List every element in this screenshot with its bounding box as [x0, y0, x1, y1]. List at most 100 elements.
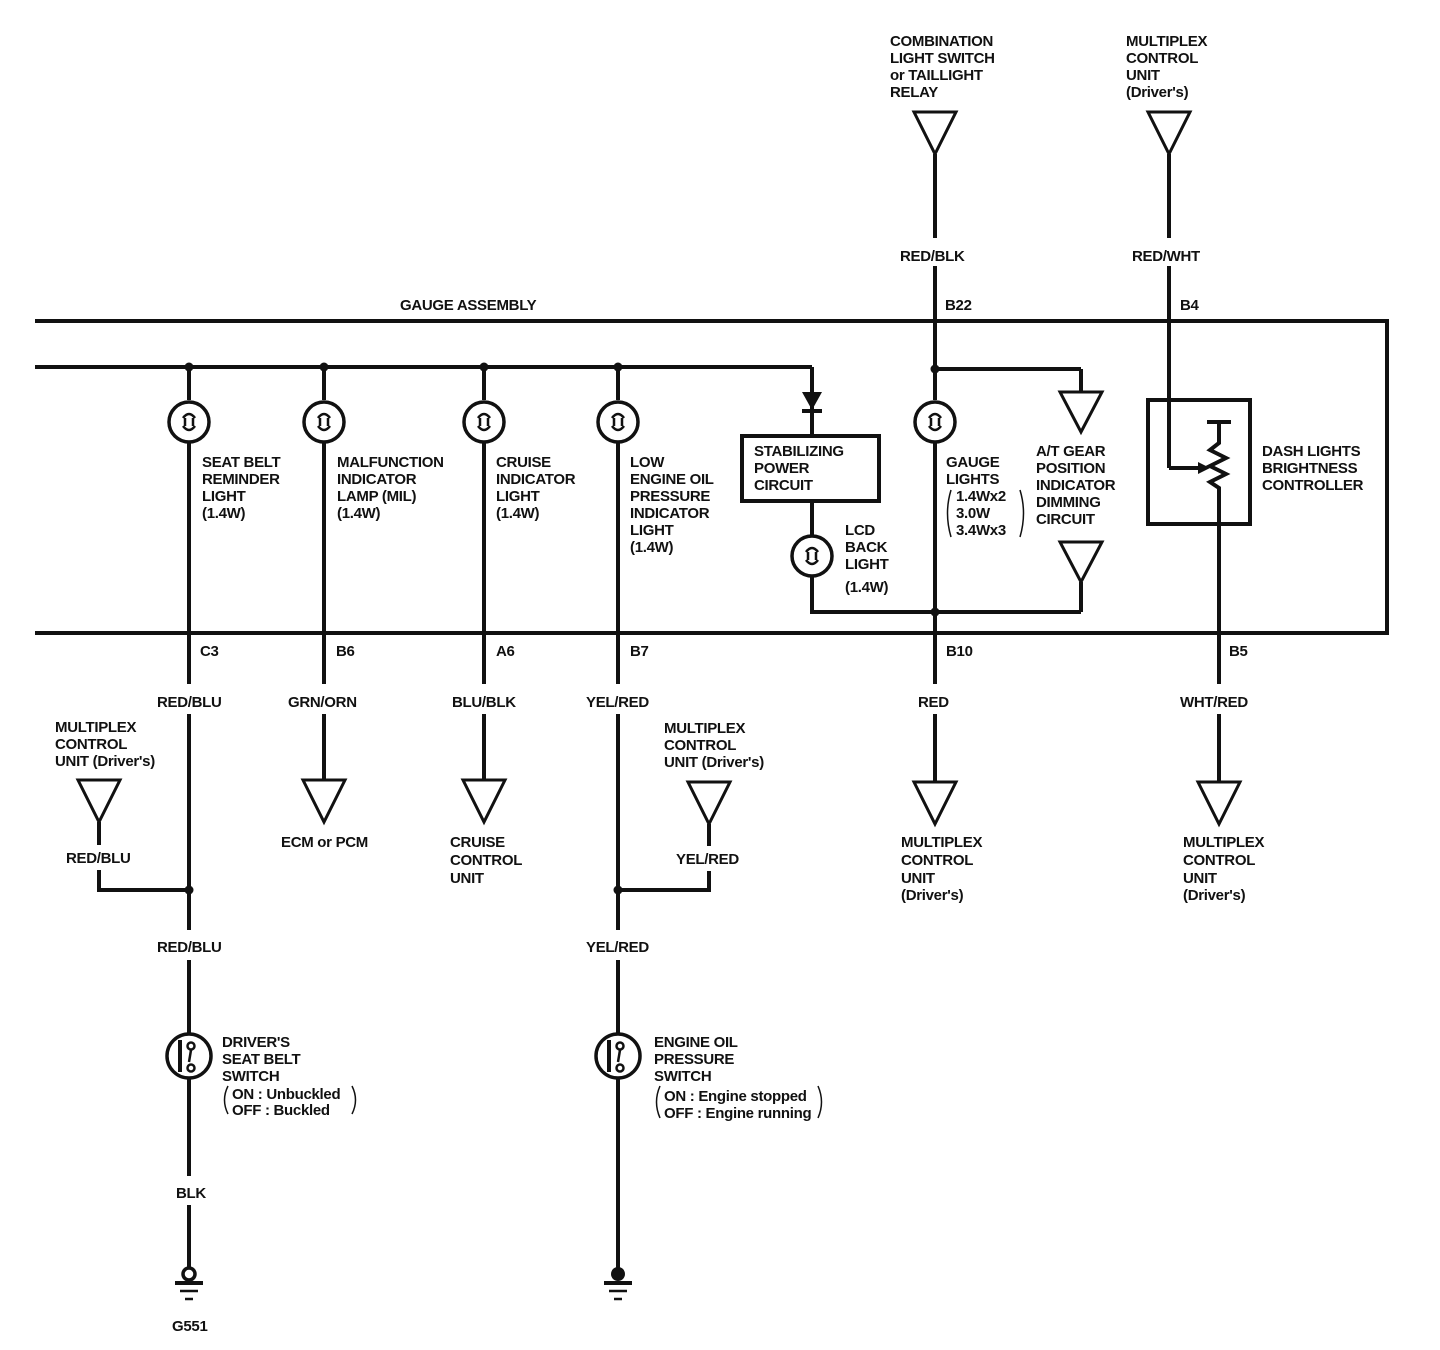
seat-belt-light-label-1: SEAT BELT	[202, 454, 281, 471]
seat-belt-reminder-bulb	[167, 400, 211, 444]
cruise-light-label-3: LIGHT	[496, 488, 540, 505]
gauge-rating-1: 1.4Wx2	[956, 488, 1006, 505]
multiplex-left-label-2: CONTROL	[55, 736, 127, 753]
at-gear-bottom-triangle	[1057, 540, 1105, 586]
at-gear-label-1: A/T GEAR	[1036, 443, 1106, 460]
multiplex-top-source: MULTIPLEX CONTROL UNIT (Driver's) RED/WH…	[1126, 33, 1208, 468]
wire-b5-label: WHT/RED	[1180, 694, 1248, 711]
pin-b10: B10	[946, 643, 973, 660]
lcd-label-1: LCD	[845, 522, 875, 539]
cruise-light-label-2: INDICATOR	[496, 471, 576, 488]
mil-label-4: (1.4W)	[337, 505, 381, 522]
red-blk-wire-label: RED/BLK	[900, 248, 965, 265]
red-wht-wire-label: RED/WHT	[1132, 248, 1200, 265]
multiplex-left-label-3: UNIT (Driver's)	[55, 753, 155, 770]
cruise-unit-label-1: CRUISE	[450, 834, 505, 851]
pin-b7: B7	[630, 643, 649, 660]
oil-state-on: ON : Engine stopped	[664, 1088, 807, 1105]
dash-lights-controller: DASH LIGHTS BRIGHTNESS CONTROLLER B5 WHT…	[1146, 398, 1364, 904]
gauge-lights-label-1: GAUGE	[946, 454, 1000, 471]
gauge-lights-circuit: GAUGE LIGHTS 1.4Wx2 3.0W 3.4Wx3 B10 RED …	[901, 369, 1025, 904]
multiplex-b10-label-3: UNIT	[901, 870, 935, 887]
seat-belt-switch-label-1: DRIVER'S	[222, 1034, 290, 1051]
multiplex-b10-label-1: MULTIPLEX	[901, 834, 982, 851]
seat-belt-light-label-4: (1.4W)	[202, 505, 246, 522]
seat-belt-light-label-3: LIGHT	[202, 488, 246, 505]
oil-switch-label-1: ENGINE OIL	[654, 1034, 738, 1051]
wire-a6-label: BLU/BLK	[452, 694, 516, 711]
at-gear-label-2: POSITION	[1036, 460, 1105, 477]
lcd-back-light-bulb	[790, 534, 834, 578]
pin-b4: B4	[1180, 297, 1200, 314]
mil-circuit: MALFUNCTION INDICATOR LAMP (MIL) (1.4W) …	[281, 367, 444, 851]
light-switch-source: COMBINATION LIGHT SWITCH or TAILLIGHT RE…	[890, 33, 995, 369]
multiplex-oil-connector-triangle	[685, 780, 733, 828]
low-oil-pressure-bulb	[596, 400, 640, 444]
multiplex-b5-label-2: CONTROL	[1183, 852, 1255, 869]
wire-b6-label: GRN/ORN	[288, 694, 357, 711]
seat-belt-switch-symbol	[165, 1032, 213, 1080]
wiper-arrow-icon	[1198, 462, 1210, 474]
wire-b7-label: YEL/RED	[586, 694, 649, 711]
mil-label-3: LAMP (MIL)	[337, 488, 417, 505]
light-switch-label-3: or TAILLIGHT	[890, 67, 983, 84]
wire-oil-lower-label: YEL/RED	[586, 939, 649, 956]
multiplex-top-label-4: (Driver's)	[1126, 84, 1189, 101]
multiplex-b5-connector-triangle	[1195, 780, 1243, 828]
at-gear-label-3: INDICATOR	[1036, 477, 1116, 494]
wire-seat-lower-label: RED/BLU	[157, 939, 222, 956]
light-switch-connector-triangle	[911, 110, 959, 158]
cruise-unit-label-3: UNIT	[450, 870, 484, 887]
light-switch-label-1: COMBINATION	[890, 33, 993, 50]
light-switch-label-4: RELAY	[890, 84, 938, 101]
dash-lights-label-1: DASH LIGHTS	[1262, 443, 1361, 460]
oil-light-label-1: LOW	[630, 454, 665, 471]
pin-b22: B22	[945, 297, 972, 314]
multiplex-b10-label-2: CONTROL	[901, 852, 973, 869]
oil-pressure-switch-symbol	[594, 1032, 642, 1080]
multiplex-b10-connector-triangle	[911, 780, 959, 828]
oil-light-label-6: (1.4W)	[630, 539, 674, 556]
pin-c3: C3	[200, 643, 219, 660]
internal-power-bus	[35, 362, 1083, 392]
multiplex-left-source: MULTIPLEX CONTROL UNIT (Driver's) RED/BL…	[55, 719, 189, 892]
cruise-unit-connector-triangle	[460, 778, 508, 826]
oil-switch-label-3: SWITCH	[654, 1068, 711, 1085]
dash-lights-label-3: CONTROLLER	[1262, 477, 1364, 494]
gauge-rating-2: 3.0W	[956, 505, 991, 522]
stabilizing-power-circuit: STABILIZING POWER CIRCUIT LCD BACK LIGHT…	[740, 367, 1081, 614]
ecm-label: ECM or PCM	[281, 834, 368, 851]
gauge-rating-3: 3.4Wx3	[956, 522, 1006, 539]
multiplex-b10-label-4: (Driver's)	[901, 887, 964, 904]
multiplex-b5-label-4: (Driver's)	[1183, 887, 1246, 904]
multiplex-oil-label-1: MULTIPLEX	[664, 720, 745, 737]
multiplex-top-connector-triangle	[1145, 110, 1193, 158]
oil-switch-label-2: PRESSURE	[654, 1051, 734, 1068]
ecm-connector-triangle	[300, 778, 348, 826]
wire-mux-oil-label: YEL/RED	[676, 851, 739, 868]
multiplex-top-label-3: UNIT	[1126, 67, 1160, 84]
seat-belt-state-on: ON : Unbuckled	[232, 1086, 340, 1103]
multiplex-b5-label-1: MULTIPLEX	[1183, 834, 1264, 851]
oil-light-label-5: LIGHT	[630, 522, 674, 539]
cruise-indicator-circuit: CRUISE INDICATOR LIGHT (1.4W) A6 BLU/BLK…	[450, 367, 576, 887]
light-switch-label-2: LIGHT SWITCH	[890, 50, 995, 67]
gauge-lights-label-2: LIGHTS	[946, 471, 999, 488]
low-oil-pressure-circuit: LOW ENGINE OIL PRESSURE INDICATOR LIGHT …	[586, 367, 823, 1301]
pin-a6: A6	[496, 643, 515, 660]
cruise-unit-label-2: CONTROL	[450, 852, 522, 869]
cruise-indicator-bulb	[462, 400, 506, 444]
multiplex-b5-label-3: UNIT	[1183, 870, 1217, 887]
at-gear-label-4: DIMMING	[1036, 494, 1101, 511]
multiplex-top-label-2: CONTROL	[1126, 50, 1198, 67]
multiplex-left-label-1: MULTIPLEX	[55, 719, 136, 736]
ground-g551-symbol	[175, 1266, 203, 1301]
mil-label-1: MALFUNCTION	[337, 454, 444, 471]
oil-light-label-2: ENGINE OIL	[630, 471, 714, 488]
at-gear-top-triangle	[1057, 390, 1105, 436]
dash-lights-label-2: BRIGHTNESS	[1262, 460, 1358, 477]
stabilizing-label-1: STABILIZING	[754, 443, 844, 460]
diode-arrow-icon	[802, 392, 822, 410]
oil-light-label-3: PRESSURE	[630, 488, 710, 505]
multiplex-top-label-1: MULTIPLEX	[1126, 33, 1207, 50]
